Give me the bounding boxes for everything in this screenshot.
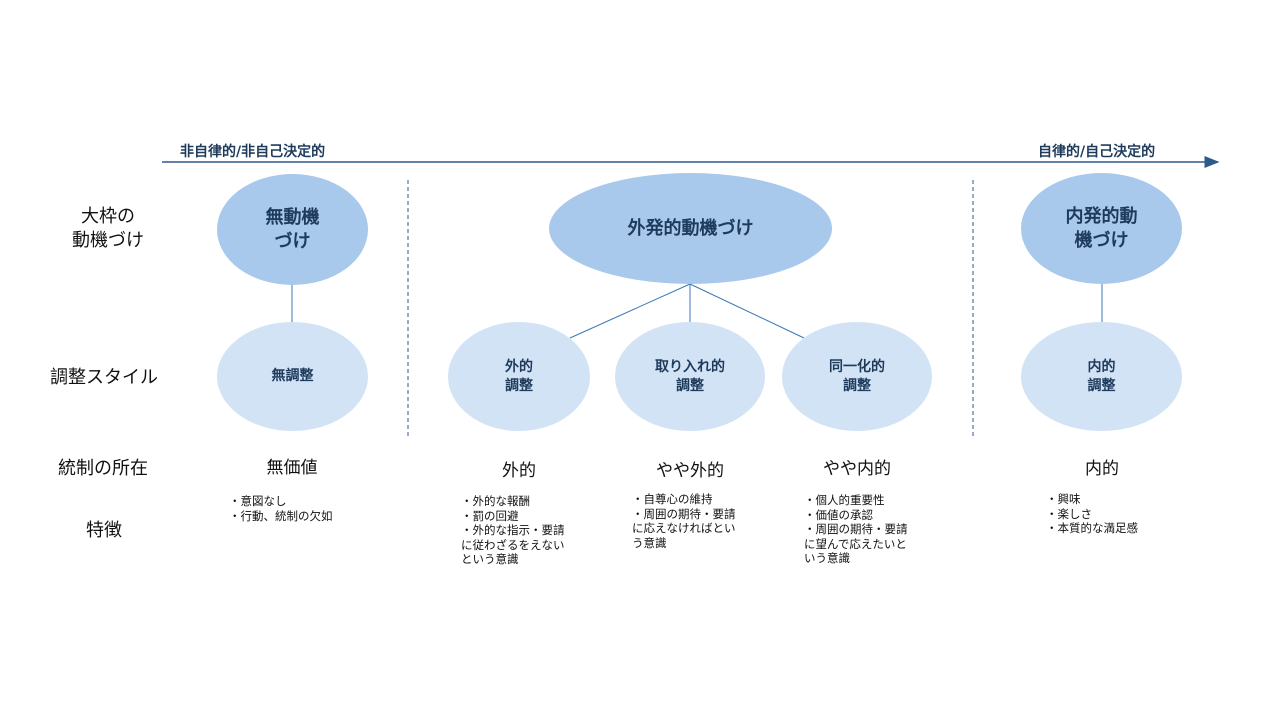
ellipse-external-regulation-label: 外的 調整 — [505, 358, 533, 394]
ellipse-external-regulation: 外的 調整 — [448, 322, 590, 431]
row-label-regulation: 調整スタイル — [50, 367, 158, 388]
ellipse-amotivation: 無動機 づけ — [217, 174, 368, 285]
ellipse-intrinsic-regulation: 内的 調整 — [1021, 322, 1182, 431]
ellipse-intrinsic-motivation-label: 内発的動 機づけ — [1065, 205, 1138, 251]
ellipse-amotivation-label: 無動機 づけ — [265, 206, 320, 252]
features-introjected: ・自尊心の維持 ・周囲の期待・要請 に応えなければとい う意識 — [632, 492, 736, 550]
locus-identified: やや内的 — [823, 459, 891, 479]
ellipse-extrinsic-motivation-label: 外発的動機づけ — [627, 217, 754, 239]
axis-left-label: 非自律的/非自己決定的 — [180, 144, 326, 160]
locus-external: 外的 — [502, 461, 536, 481]
connector-external — [569, 283, 691, 339]
ellipse-extrinsic-motivation: 外発的動機づけ — [549, 173, 832, 284]
row-label-framework: 大枠の 動機づけ — [72, 206, 144, 251]
ellipse-introjected-regulation-label: 取り入れ的 調整 — [655, 358, 725, 394]
features-intrinsic: ・興味 ・楽しさ ・本質的な満足感 — [1046, 492, 1138, 535]
locus-intrinsic: 内的 — [1085, 459, 1119, 479]
locus-non: 無価値 — [266, 458, 318, 478]
ellipse-identified-regulation: 同一化的 調整 — [782, 322, 932, 431]
locus-introjected: やや外的 — [656, 461, 724, 481]
ellipse-non-regulation: 無調整 — [217, 322, 368, 431]
row-label-features: 特徴 — [86, 520, 122, 541]
connector-identified — [689, 283, 805, 339]
ellipse-non-regulation-label: 無調整 — [271, 368, 314, 384]
features-non: ・意図なし ・行動、統制の欠如 — [229, 494, 333, 523]
features-external: ・外的な報酬 ・罰の回避 ・外的な指示・要請 に従わざるをえない という意識 — [461, 494, 565, 566]
features-identified: ・個人的重要性 ・価値の承認 ・周囲の期待・要請 に望んで応えたいと いう意識 — [804, 493, 908, 565]
ellipse-intrinsic-regulation-label: 内的 調整 — [1087, 358, 1116, 394]
axis-right-label: 自律的/自己決定的 — [1038, 144, 1156, 160]
ellipse-identified-regulation-label: 同一化的 調整 — [829, 358, 885, 394]
row-label-locus: 統制の所在 — [58, 458, 148, 479]
ellipse-intrinsic-motivation: 内発的動 機づけ — [1021, 173, 1182, 284]
ellipse-introjected-regulation: 取り入れ的 調整 — [615, 322, 765, 431]
